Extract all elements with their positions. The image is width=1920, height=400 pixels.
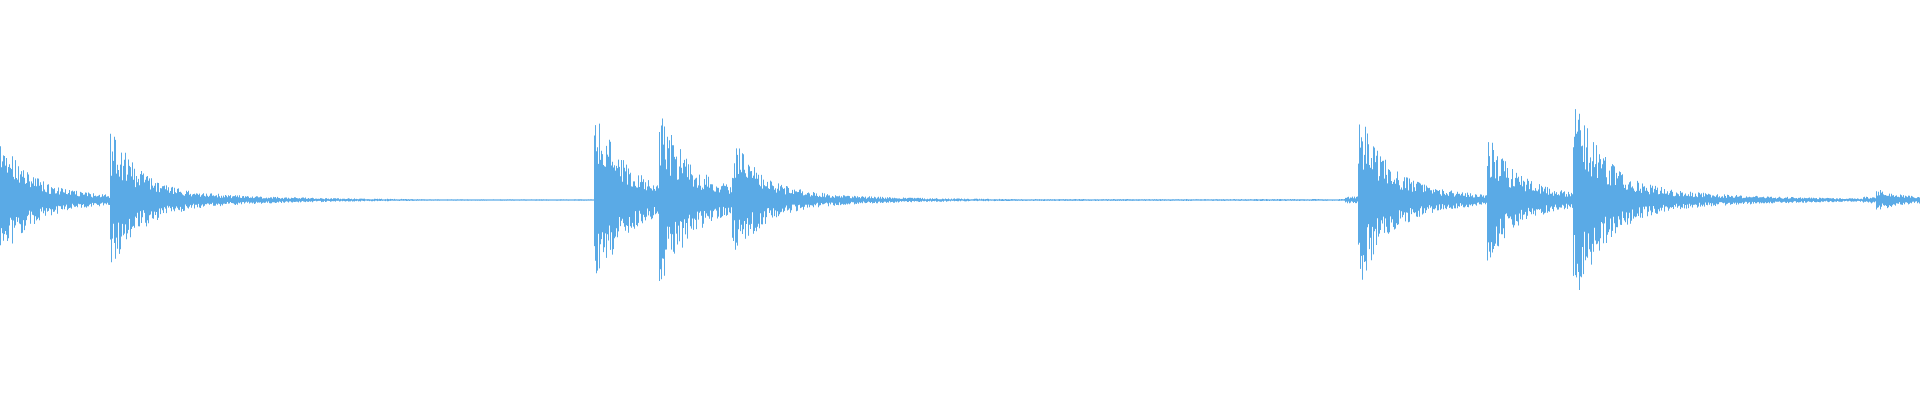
waveform-bars: [0, 109, 1920, 290]
